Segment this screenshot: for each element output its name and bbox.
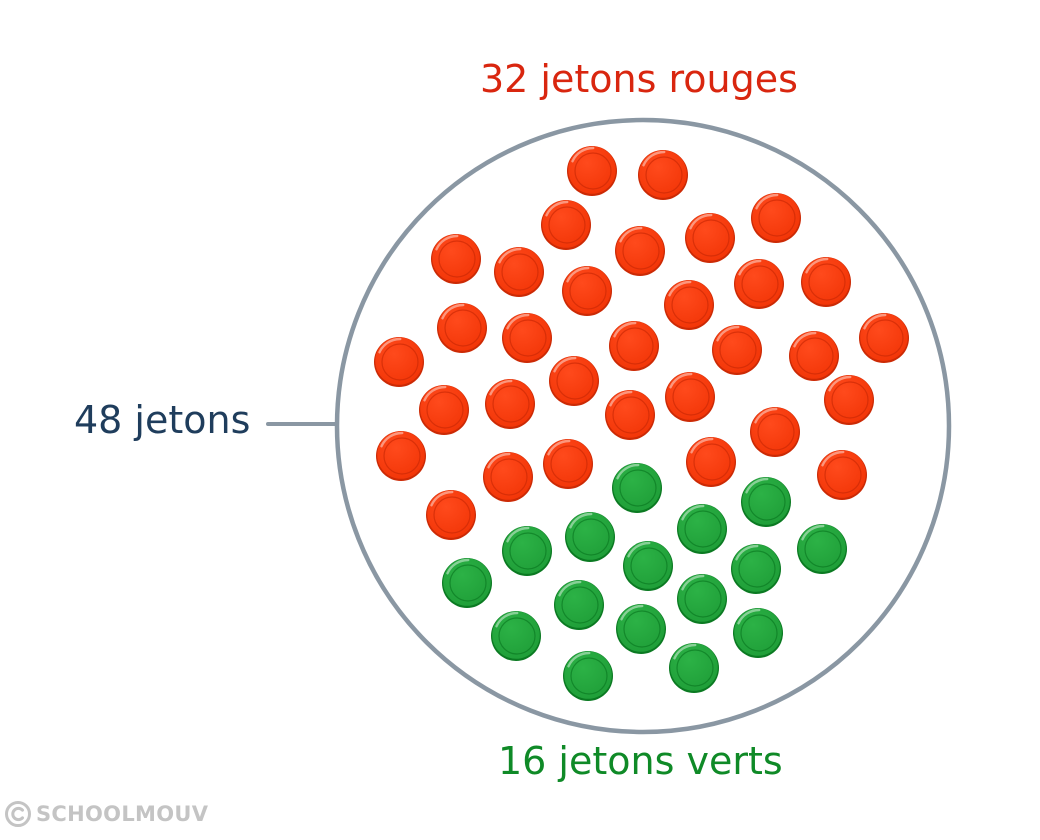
red-tokens-group (374, 146, 909, 540)
red-token (665, 372, 715, 422)
total-tokens-label: 48 jetons (74, 398, 251, 442)
red-token (419, 385, 469, 435)
red-token (817, 450, 867, 500)
green-token (565, 512, 615, 562)
red-token (750, 407, 800, 457)
red-token (483, 452, 533, 502)
red-token (567, 146, 617, 196)
watermark-text: SCHOOLMOUV (36, 802, 209, 826)
green-tokens-group (442, 463, 847, 701)
red-token (426, 490, 476, 540)
red-token (638, 150, 688, 200)
red-token (376, 431, 426, 481)
green-token (797, 524, 847, 574)
red-token (685, 213, 735, 263)
red-token (562, 266, 612, 316)
green-token (616, 604, 666, 654)
green-token (502, 526, 552, 576)
red-token (859, 313, 909, 363)
red-token (609, 321, 659, 371)
green-token (741, 477, 791, 527)
red-token (605, 390, 655, 440)
green-token (669, 643, 719, 693)
red-token (824, 375, 874, 425)
red-token (712, 325, 762, 375)
green-token (612, 463, 662, 513)
red-token (801, 257, 851, 307)
red-token (615, 226, 665, 276)
green-token (677, 504, 727, 554)
red-token (374, 337, 424, 387)
red-token (437, 303, 487, 353)
green-token (563, 651, 613, 701)
red-token (664, 280, 714, 330)
red-token (485, 379, 535, 429)
green-token (733, 608, 783, 658)
red-token (549, 356, 599, 406)
red-token (751, 193, 801, 243)
red-token (494, 247, 544, 297)
green-tokens-label: 16 jetons verts (498, 739, 783, 783)
red-token (541, 200, 591, 250)
watermark: SCHOOLMOUV (4, 800, 208, 828)
red-token (431, 234, 481, 284)
red-token (686, 437, 736, 487)
red-tokens-label: 32 jetons rouges (480, 57, 798, 101)
green-token (554, 580, 604, 630)
copyright-icon (5, 801, 31, 827)
green-token (677, 574, 727, 624)
red-token (543, 439, 593, 489)
green-token (731, 544, 781, 594)
green-token (442, 558, 492, 608)
red-token (789, 331, 839, 381)
green-token (491, 611, 541, 661)
red-token (502, 313, 552, 363)
set-circle (334, 117, 952, 735)
green-token (623, 541, 673, 591)
red-token (734, 259, 784, 309)
